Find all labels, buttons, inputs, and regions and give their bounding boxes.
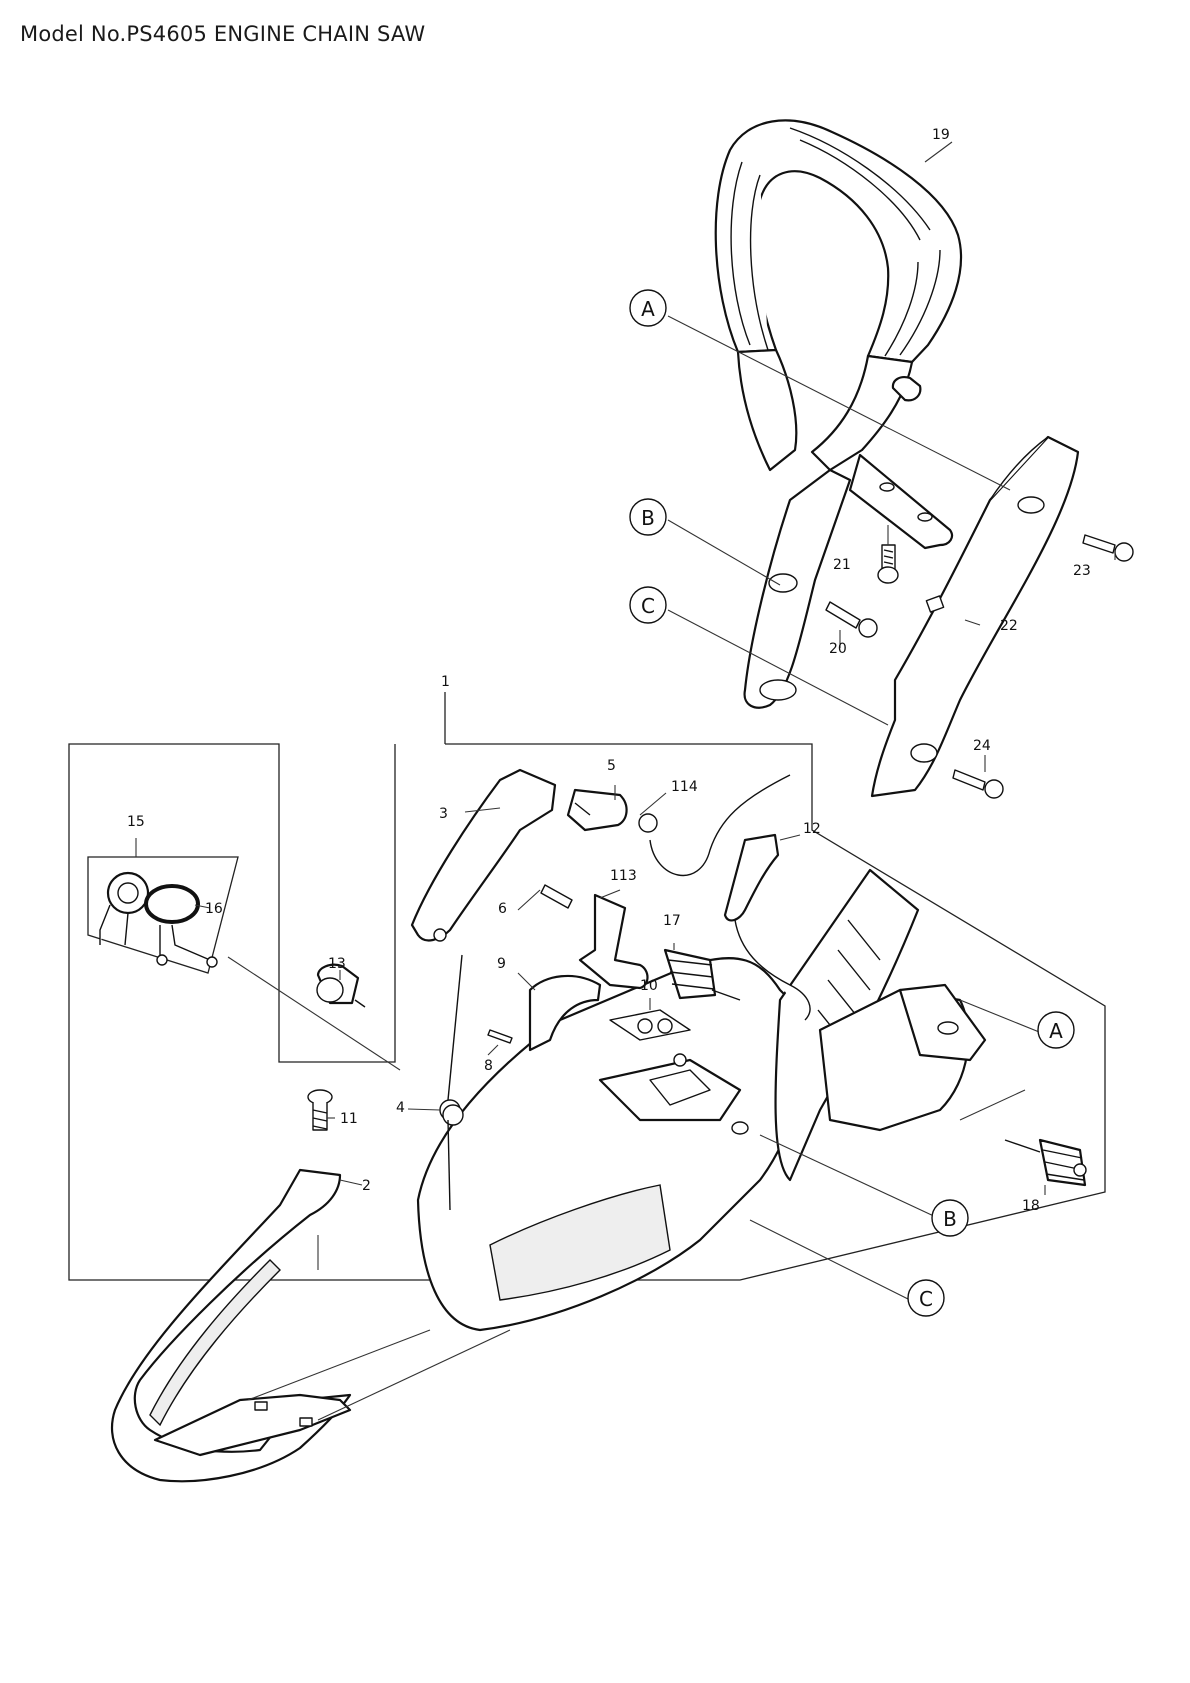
grommet-part-10 bbox=[609, 1009, 691, 1041]
leader-lines bbox=[135, 141, 1116, 1421]
part-label-1: 1 bbox=[441, 674, 450, 690]
part-label-11: 11 bbox=[340, 1111, 358, 1127]
part-label-16: 16 bbox=[205, 901, 223, 917]
svg-text:A: A bbox=[1049, 1019, 1063, 1043]
part-label-17: 17 bbox=[663, 913, 681, 929]
filter-part-13 bbox=[316, 963, 366, 1008]
ref-circle-B-bottom: B bbox=[931, 1199, 969, 1237]
part-label-19: 19 bbox=[932, 127, 950, 143]
part-label-13: 13 bbox=[328, 956, 346, 972]
part-label-22: 22 bbox=[1000, 618, 1018, 634]
screw-part-11 bbox=[307, 1089, 333, 1131]
svg-text:C: C bbox=[641, 594, 655, 618]
part-label-10: 10 bbox=[640, 978, 658, 994]
part-label-4: 4 bbox=[396, 1100, 405, 1116]
lockout-part-9 bbox=[528, 974, 602, 1052]
trigger-lever-part-3 bbox=[410, 768, 557, 942]
screw-part-23 bbox=[1082, 534, 1134, 562]
pin-part-8 bbox=[487, 1029, 513, 1044]
part-label-23: 23 bbox=[1073, 563, 1091, 579]
part-label-21: 21 bbox=[833, 557, 851, 573]
torsion-spring-part-4 bbox=[439, 954, 464, 1211]
part-label-114: 114 bbox=[671, 779, 698, 795]
screw-part-21 bbox=[877, 544, 899, 584]
part-label-2: 2 bbox=[362, 1178, 371, 1194]
assembly-frame-1 bbox=[68, 743, 1106, 1281]
svg-text:B: B bbox=[641, 506, 655, 530]
damper-part-18 bbox=[1004, 1138, 1087, 1187]
part-label-113: 113 bbox=[610, 868, 637, 884]
damper-part-17 bbox=[663, 948, 741, 1001]
part-label-24: 24 bbox=[973, 738, 991, 754]
part-label-3: 3 bbox=[439, 806, 448, 822]
throttle-link-part-113 bbox=[578, 893, 649, 990]
front-guard-part-2 bbox=[110, 1168, 352, 1483]
handle-cover-part-22 bbox=[870, 435, 1080, 798]
part-label-9: 9 bbox=[497, 956, 506, 972]
part-label-18: 18 bbox=[1022, 1198, 1040, 1214]
screw-part-24 bbox=[952, 769, 1004, 799]
svg-text:A: A bbox=[641, 297, 655, 321]
screw-part-20 bbox=[825, 601, 878, 638]
stop-cable-part-114 bbox=[638, 774, 791, 877]
svg-text:C: C bbox=[919, 1287, 933, 1311]
ref-circle-A-bottom: A bbox=[1037, 1011, 1075, 1049]
svg-text:B: B bbox=[943, 1207, 957, 1231]
lever-part-5 bbox=[566, 788, 628, 832]
plug-part-15 bbox=[87, 856, 239, 974]
part-label-15: 15 bbox=[127, 814, 145, 830]
ref-circle-C-bottom: C bbox=[907, 1279, 945, 1317]
part-label-6: 6 bbox=[498, 901, 507, 917]
page-title: Model No.PS4605 ENGINE CHAIN SAW bbox=[20, 22, 426, 46]
o-ring-part-16 bbox=[144, 884, 218, 968]
ref-circle-B-top: B bbox=[629, 498, 667, 536]
part-label-12: 12 bbox=[803, 821, 821, 837]
part-label-8: 8 bbox=[484, 1058, 493, 1074]
spring-part-6 bbox=[540, 884, 573, 909]
part-label-20: 20 bbox=[829, 641, 847, 657]
ref-circle-A-top: A bbox=[629, 289, 667, 327]
part-label-5: 5 bbox=[607, 758, 616, 774]
rear-handle-body-part-1 bbox=[416, 868, 987, 1332]
top-handle-part-19 bbox=[714, 119, 963, 709]
ref-circle-C-top: C bbox=[629, 586, 667, 624]
cable-part-12 bbox=[723, 833, 811, 1021]
